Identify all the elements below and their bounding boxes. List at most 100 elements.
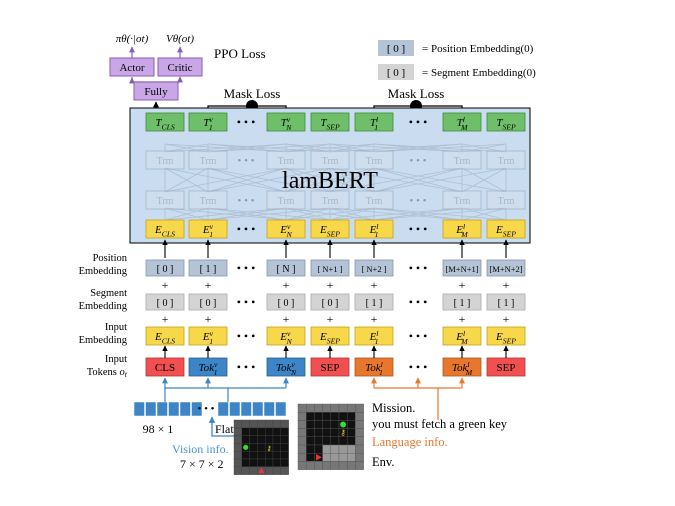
legend-segment-box: [ 0 ] xyxy=(387,67,405,79)
segment-cell: [ 0 ] xyxy=(188,293,228,311)
row-label-input-tokens-2: Tokens ot xyxy=(87,367,128,379)
plus-sign: + xyxy=(371,312,378,326)
token-value: SEP xyxy=(321,362,340,374)
legend-position-swatch xyxy=(378,40,414,56)
trm-ellipsis: • • • xyxy=(237,195,254,207)
embedding-cell: ESEP xyxy=(310,219,350,239)
plus-sign: + xyxy=(162,312,169,326)
row-label-input-embedding-1: Input xyxy=(105,322,127,333)
segment-cell: [ 1 ] xyxy=(354,293,394,311)
vision-info-label: Vision info. xyxy=(172,442,229,456)
legend: [ 0 ] = Position Embedding(0) [ 0 ] = Se… xyxy=(378,40,536,80)
flat-cell xyxy=(168,401,180,417)
position-value: [ 1 ] xyxy=(200,264,217,275)
model-name: lamBERT xyxy=(282,168,378,194)
value-label: Vθ(ot) xyxy=(166,33,194,45)
embedding-ellipsis: • • • xyxy=(409,222,428,236)
trm-box: Trm xyxy=(145,190,185,210)
legend-position-text: = Position Embedding(0) xyxy=(422,43,534,55)
segment-value: [ 1 ] xyxy=(498,298,515,309)
position-ellipsis: • • • xyxy=(237,261,256,275)
flat-vector xyxy=(133,401,287,417)
token-value: CLS xyxy=(155,362,175,374)
position-cell: [M+N+2] xyxy=(486,259,526,277)
trm-box: Trm xyxy=(188,150,228,170)
segment-value: [ 1 ] xyxy=(454,298,471,309)
position-value: [ N+2 ] xyxy=(361,264,386,274)
plus-sign: + xyxy=(503,278,510,292)
token-ellipsis: • • • xyxy=(237,360,256,374)
plus-sign: + xyxy=(283,278,290,292)
flat-cell xyxy=(229,401,241,417)
trm-label: Trm xyxy=(498,156,515,167)
input-embedding-ellipsis: • • • xyxy=(409,329,428,343)
legend-segment-swatch xyxy=(378,64,414,80)
flat-cell xyxy=(252,401,264,417)
segment-cell: [ 1 ] xyxy=(486,293,526,311)
row-label-segment-1: Segment xyxy=(90,288,127,299)
critic-label: Critic xyxy=(167,62,192,74)
mission-group: Mission. you must fetch a green key Lang… xyxy=(372,401,508,469)
mask-loss-label-vision: Mask Loss xyxy=(224,86,281,101)
token-cell: SEP xyxy=(486,357,526,377)
flat-ellipsis: • • • xyxy=(197,403,214,415)
input-embedding-cell: ECLS xyxy=(145,326,185,346)
trm-label: Trm xyxy=(454,156,471,167)
input-embedding-value: ESEP xyxy=(319,331,340,345)
plus-sign: + xyxy=(327,312,334,326)
trm-label: Trm xyxy=(366,196,383,207)
flat-cell xyxy=(133,401,145,417)
key-icon: ⚷ xyxy=(267,444,272,452)
position-value: [ N ] xyxy=(277,264,296,275)
plus-sign: + xyxy=(327,278,334,292)
env-green-ball-icon xyxy=(340,421,347,428)
embedding-value: ESEP xyxy=(495,224,516,238)
input-tokens-ot: o xyxy=(120,367,125,378)
token-ellipsis: • • • xyxy=(409,360,428,374)
output-value: TCLS xyxy=(155,117,175,131)
flat-cell xyxy=(217,401,229,417)
trm-box: Trm xyxy=(354,150,394,170)
segment-ellipsis: • • • xyxy=(237,295,256,309)
output-value: TSEP xyxy=(320,117,340,131)
input-embedding-cell: ESEP xyxy=(486,326,526,346)
trm-box: Trm xyxy=(266,150,306,170)
position-value: [M+N+1] xyxy=(445,264,478,274)
trm-box: Trm xyxy=(354,190,394,210)
vision-grid-image: ⚷ xyxy=(233,419,289,475)
input-embedding-value: ESEP xyxy=(495,331,516,345)
trm-box: Trm xyxy=(188,190,228,210)
env-agent-icon xyxy=(316,454,322,461)
position-value: [ 0 ] xyxy=(157,264,174,275)
plus-sign: + xyxy=(459,312,466,326)
flat-cell xyxy=(191,401,203,417)
trm-box: Trm xyxy=(310,150,350,170)
grid-size-label: 7 × 7 × 2 xyxy=(180,457,224,471)
position-cell: [ N+1 ] xyxy=(310,259,350,277)
embedding-cell: ECLS xyxy=(145,219,185,239)
trm-box: Trm xyxy=(442,190,482,210)
embedding-ellipsis: • • • xyxy=(237,222,256,236)
row-label-segment-2: Embedding xyxy=(79,301,128,312)
trm-label: Trm xyxy=(498,196,515,207)
trm-label: Trm xyxy=(322,156,339,167)
segment-value: [ 0 ] xyxy=(200,298,217,309)
position-value: [ N+1 ] xyxy=(317,264,342,274)
trm-ellipsis: • • • xyxy=(409,195,426,207)
policy-label: πθ(·|ot) xyxy=(116,33,149,45)
mission-text: you must fetch a green key xyxy=(372,417,508,431)
